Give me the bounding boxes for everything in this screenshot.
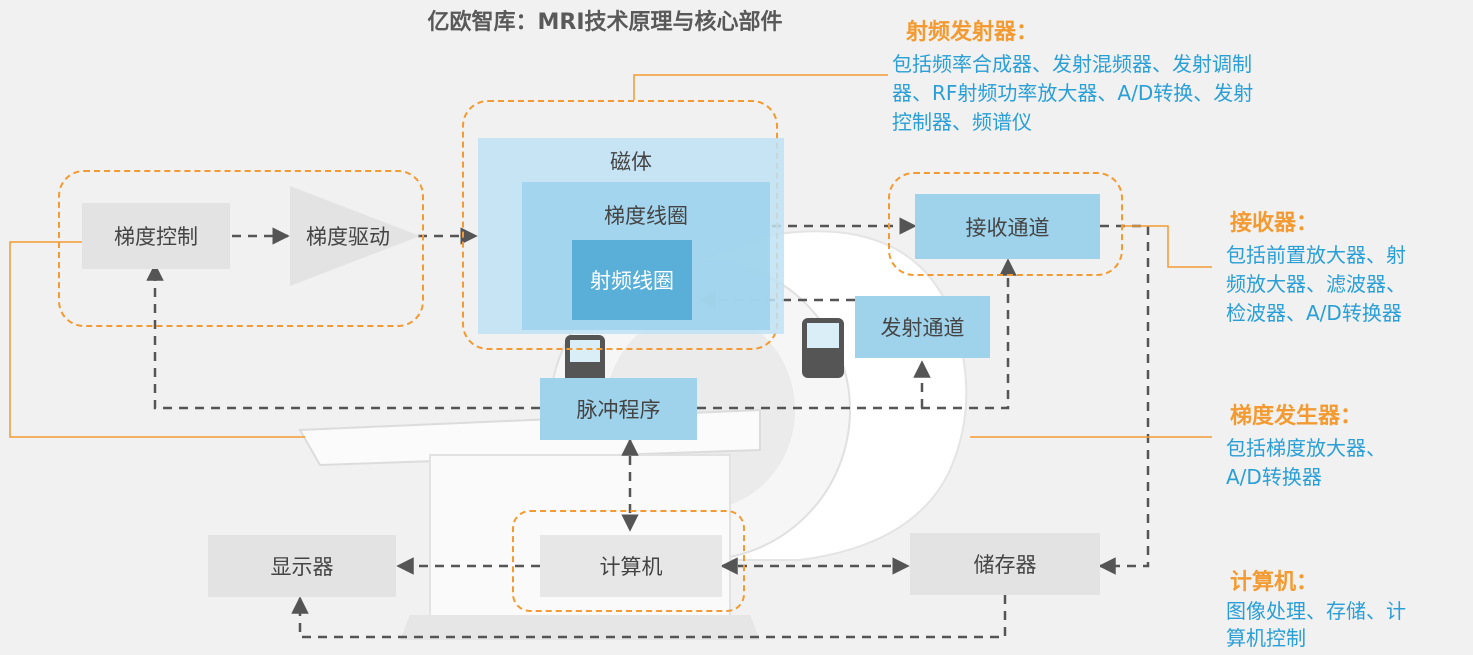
receiver-line: 包括前置放大器、射	[1226, 243, 1406, 267]
computer-annotation-title: 计算机：	[1230, 570, 1319, 595]
receiver-description: 包括前置放大器、射 频放大器、滤波器、 检波器、A/D转换器	[1226, 241, 1472, 328]
rf-transmitter-line: 控制器、频谱仪	[892, 110, 1032, 134]
gradient-drive-box: 梯度驱动	[292, 203, 404, 269]
rf-transmitter-description: 包括频率合成器、发射混频器、发射调制 器、RF射频功率放大器、A/D转换、发射 …	[892, 50, 1402, 137]
computer-label: 计算机	[599, 555, 663, 579]
magnet-label: 磁体	[610, 150, 652, 174]
gradient-control-box: 梯度控制	[82, 203, 230, 269]
receive-channel-label: 接收通道	[965, 215, 1050, 240]
gradient-generator-description: 包括梯度放大器、 A/D转换器	[1226, 434, 1472, 492]
receive-channel-box: 接收通道	[915, 194, 1100, 259]
computer-annotation-description: 图像处理、存储、计 算机控制	[1226, 598, 1472, 652]
receiver-group-outline	[888, 172, 1123, 276]
rf-transmitter-line: 器、RF射频功率放大器、A/D转换、发射	[892, 81, 1254, 105]
gradient-group-outline	[58, 170, 424, 327]
storage-box: 储存器	[910, 533, 1100, 595]
page-title: 亿欧智库：MRI技术原理与核心部件	[427, 10, 783, 35]
computer-annotation-line: 图像处理、存储、计	[1226, 599, 1406, 623]
gradient-drive-triangle	[290, 186, 420, 286]
display-label: 显示器	[270, 555, 334, 579]
storage-label: 储存器	[973, 553, 1037, 577]
rf-transmitter-line: 包括频率合成器、发射混频器、发射调制	[892, 52, 1252, 76]
transmit-channel-label: 发射通道	[880, 316, 965, 340]
gradient-control-label: 梯度控制	[114, 225, 198, 249]
pulse-sequence-label: 脉冲程序	[576, 398, 661, 422]
pulse-sequence-box: 脉冲程序	[540, 378, 697, 440]
computer-box: 计算机	[540, 535, 722, 597]
display-box: 显示器	[208, 535, 396, 597]
transmit-channel-box: 发射通道	[855, 296, 990, 358]
rf-transmitter-title: 射频发射器：	[906, 20, 1039, 45]
rf-coil-label: 射频线圈	[590, 269, 674, 293]
gradient-generator-title: 梯度发生器：	[1230, 404, 1363, 429]
gradient-generator-line: 包括梯度放大器、	[1226, 436, 1386, 460]
receiver-title: 接收器：	[1230, 211, 1319, 236]
receiver-line: 频放大器、滤波器、	[1226, 272, 1406, 296]
gradient-drive-label: 梯度驱动	[306, 225, 390, 249]
computer-annotation-line: 算机控制	[1226, 626, 1306, 650]
gradient-generator-line: A/D转换器	[1226, 465, 1322, 489]
rf-coil-box: 射频线圈	[572, 240, 692, 320]
computer-group-outline	[512, 510, 745, 612]
receiver-line: 检波器、A/D转换器	[1226, 301, 1402, 325]
gradient-coil-label: 梯度线圈	[604, 204, 688, 228]
